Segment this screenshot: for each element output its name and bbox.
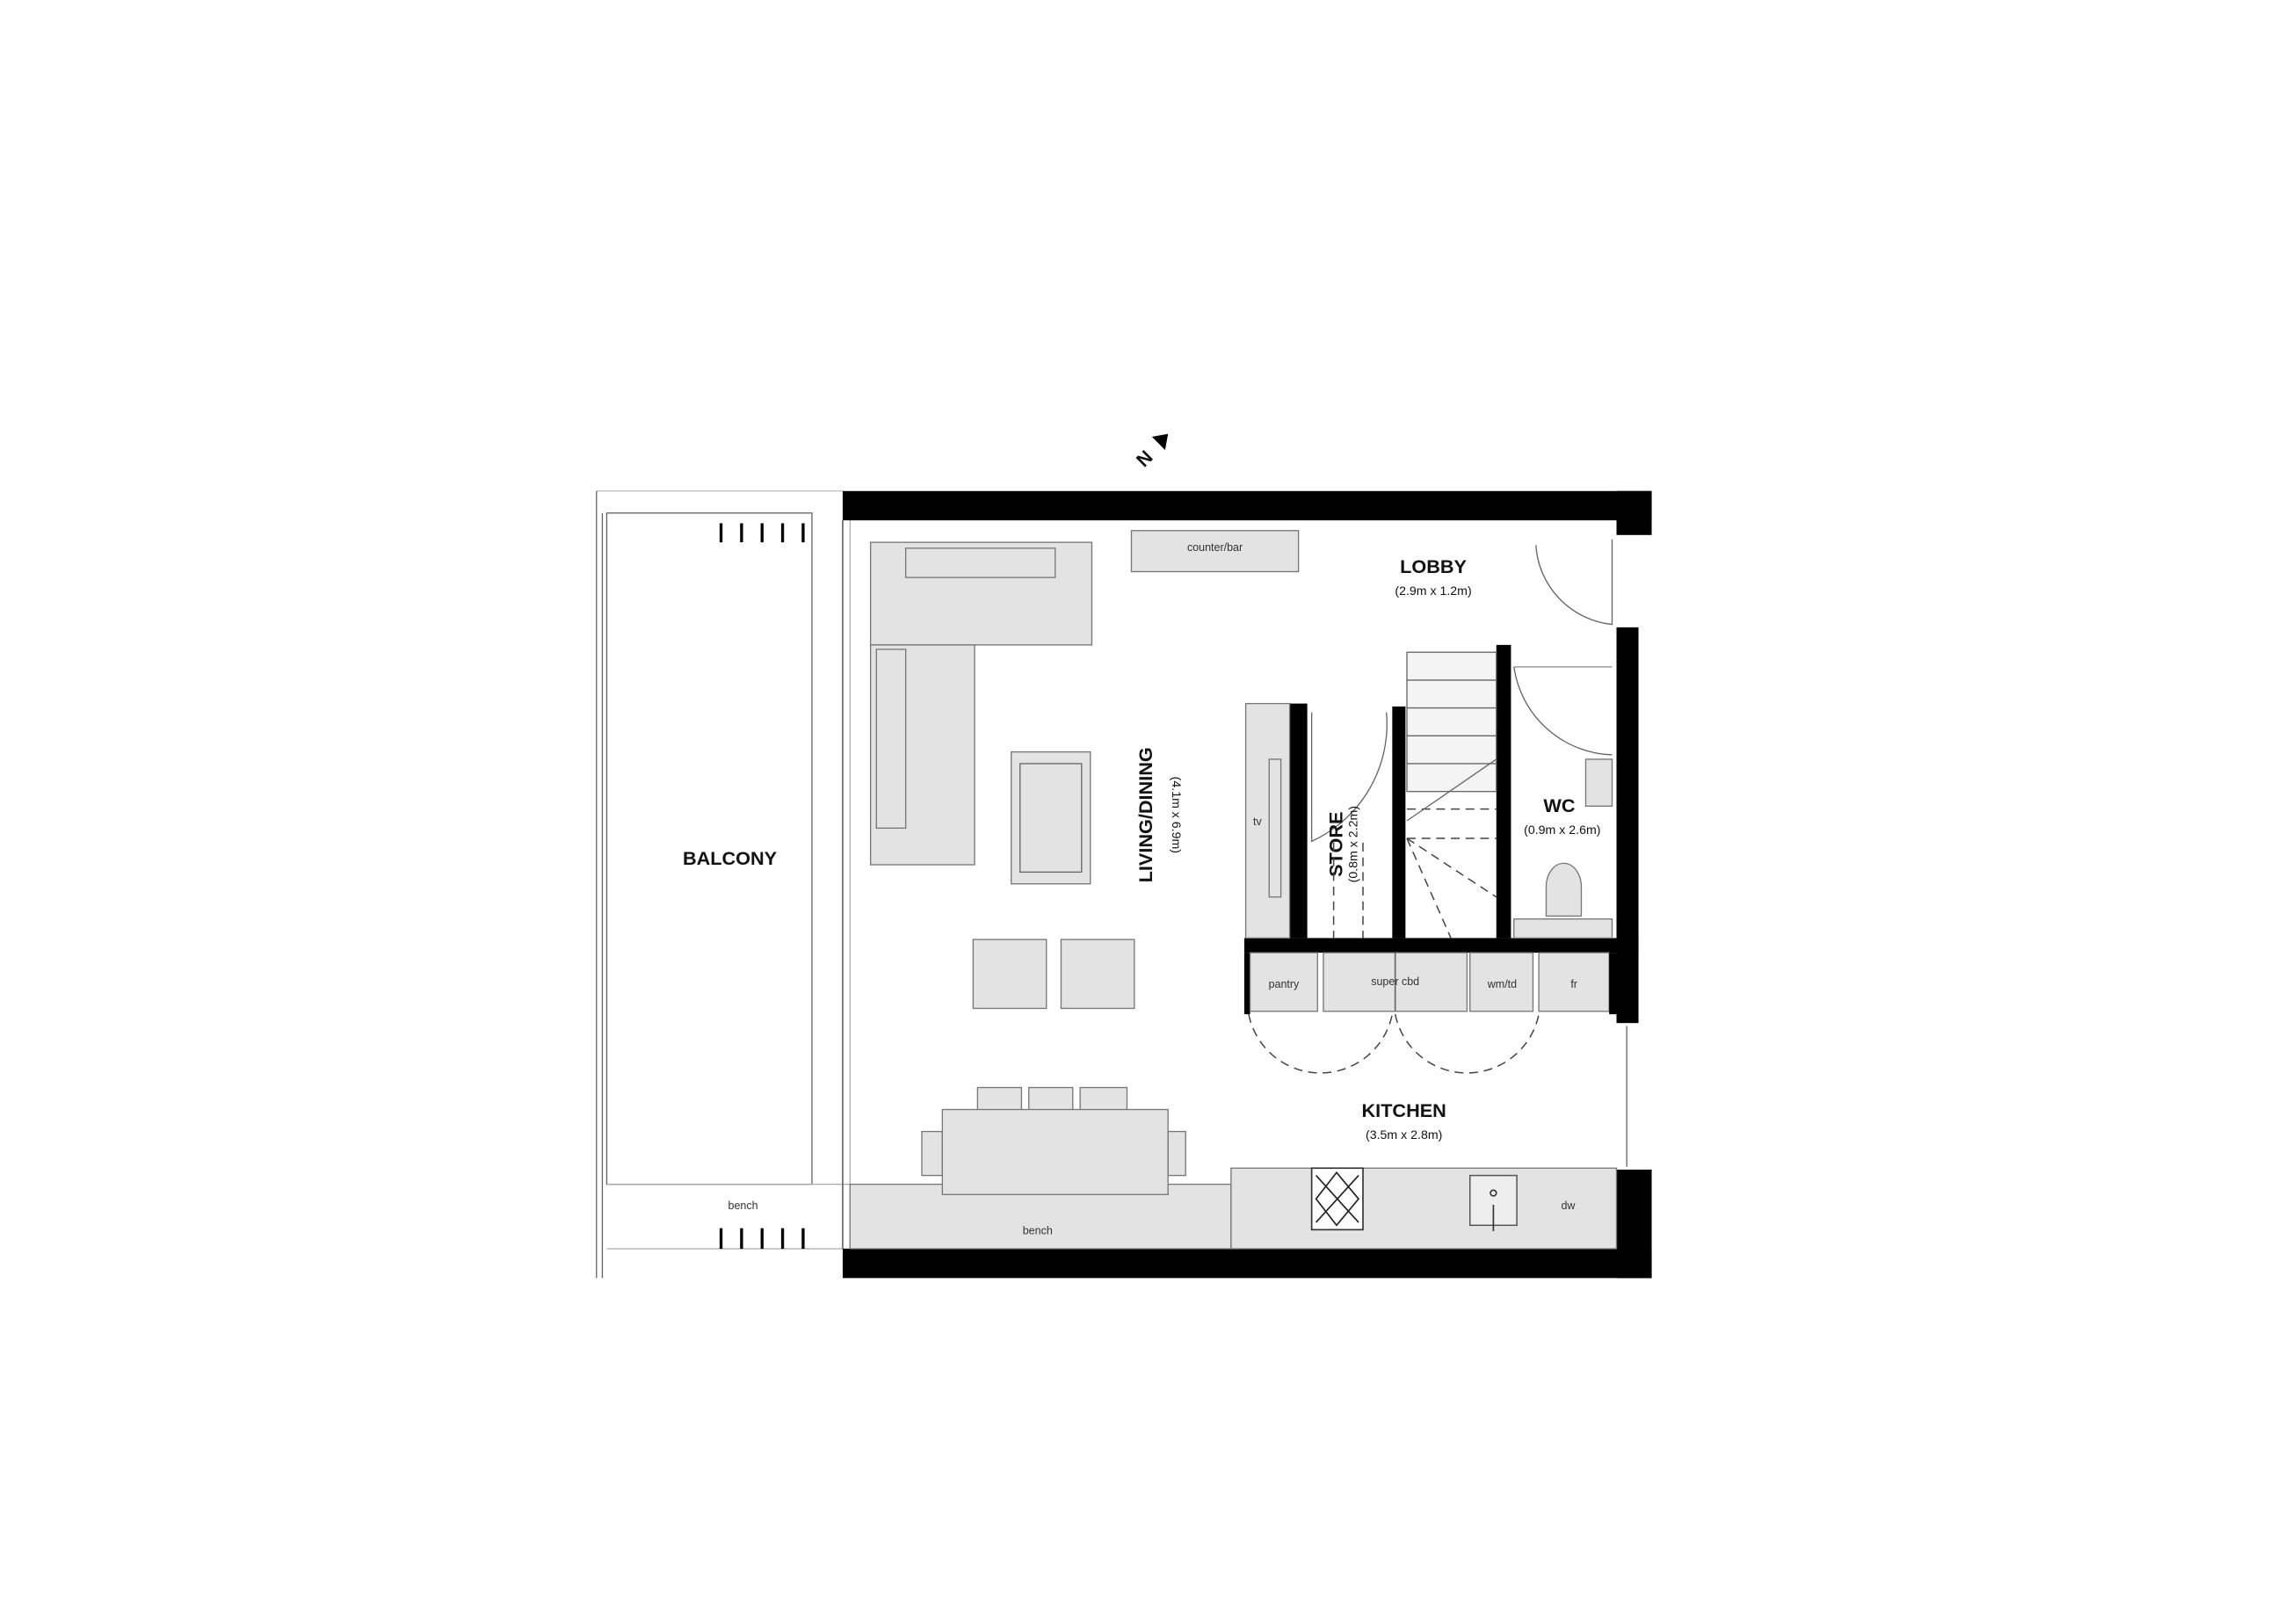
wm-td-label: wm/td	[1487, 978, 1517, 990]
pantry-label: pantry	[1269, 978, 1300, 990]
toilet	[1545, 862, 1583, 917]
dining-table-top	[941, 1108, 1169, 1195]
living-label: LIVING/DINING	[1134, 747, 1156, 882]
walls	[842, 490, 1652, 1279]
living-size: (4.1m x 6.9m)	[1169, 777, 1183, 853]
basin	[1584, 758, 1613, 807]
armchair	[1060, 939, 1135, 1010]
entry-door	[1535, 539, 1613, 626]
super-cbd-label: super cbd	[1371, 975, 1419, 988]
balcony-bench-label: bench	[728, 1200, 758, 1212]
armchair	[972, 939, 1047, 1010]
store-size: (0.8m x 2.2m)	[1346, 806, 1360, 882]
counter-label: counter/bar	[1187, 541, 1243, 554]
cooktop-icon	[1310, 1167, 1364, 1231]
cabinet-row	[1249, 952, 1617, 1015]
counter-bar	[1130, 530, 1300, 573]
lobby-size: (2.9m x 1.2m)	[1395, 584, 1471, 598]
store-door	[1310, 712, 1388, 843]
dishwasher-label: dw	[1561, 1200, 1576, 1212]
coffee-table	[1011, 750, 1091, 885]
tv-label: tv	[1253, 816, 1262, 828]
lobby-label: LOBBY	[1400, 555, 1467, 577]
tv-unit	[1244, 702, 1291, 939]
north-label: N	[1132, 446, 1157, 471]
staircase	[1406, 651, 1497, 939]
north-arrow-icon: N	[1132, 433, 1169, 471]
sink-icon	[1468, 1174, 1518, 1231]
balcony: BALCONY bench	[596, 490, 851, 1279]
wc-size: (0.9m x 2.6m)	[1524, 823, 1600, 837]
kitchen-bench	[1230, 1167, 1618, 1250]
fridge-label: fr	[1570, 978, 1577, 990]
kitchen-label: KITCHEN	[1362, 1099, 1446, 1121]
dining-table	[921, 1086, 1186, 1177]
balcony-label: BALCONY	[683, 847, 778, 869]
store-label: STORE	[1325, 812, 1347, 877]
living-bench-label: bench	[1023, 1224, 1053, 1236]
kitchen-size: (3.5m x 2.8m)	[1366, 1128, 1442, 1142]
cabinet-door-swings	[1248, 1013, 1540, 1074]
sofa	[869, 541, 1093, 866]
wc-door	[1513, 666, 1613, 756]
wc-label: WC	[1543, 794, 1575, 816]
